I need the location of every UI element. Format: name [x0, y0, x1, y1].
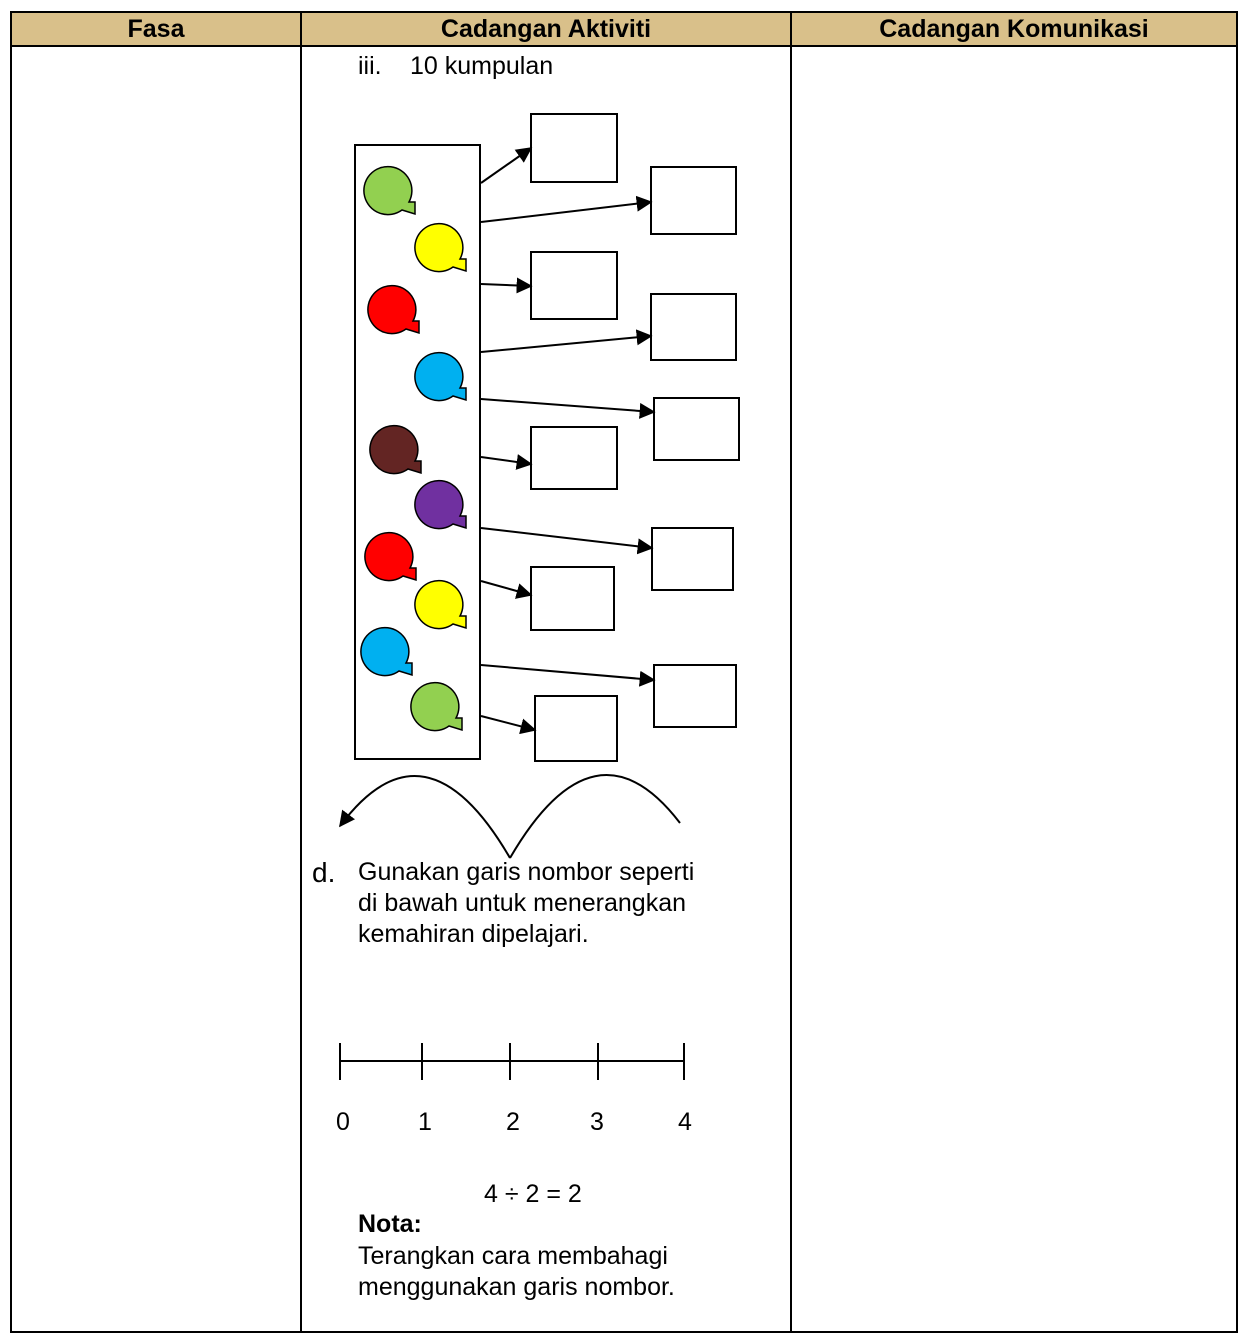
- answer-box: [534, 695, 618, 762]
- ball-icon: [364, 531, 417, 582]
- answer-box: [653, 397, 740, 461]
- group-arrow: [480, 527, 654, 555]
- ball-icon: [360, 626, 413, 677]
- group-arrow: [480, 580, 533, 599]
- note-title: Nota:: [358, 1210, 422, 1238]
- answer-box: [650, 166, 737, 235]
- group-arrow: [480, 664, 656, 687]
- answer-box: [653, 664, 737, 728]
- ball-icon: [410, 681, 463, 732]
- column-divider: [300, 13, 302, 1331]
- group-arrow: [480, 329, 653, 353]
- note-line-1: Terangkan cara membahagi: [358, 1242, 668, 1270]
- tick-label-0: 0: [336, 1108, 350, 1136]
- ball-icon: [414, 479, 467, 530]
- header-cadangan-aktiviti: Cadangan Aktiviti: [440, 15, 652, 43]
- header-fasa: Fasa: [127, 15, 185, 43]
- group-arrow: [480, 398, 656, 419]
- jump-arc: [509, 774, 681, 859]
- group-arrow: [480, 454, 533, 470]
- division-equation: 4 ÷ 2 = 2: [484, 1180, 582, 1208]
- item-iii-marker: iii.: [358, 52, 382, 80]
- item-d-line-3: kemahiran dipelajari.: [358, 920, 589, 948]
- answer-box: [530, 113, 618, 183]
- item-d-line-2: di bawah untuk menerangkan: [358, 889, 687, 917]
- answer-box: [530, 426, 618, 490]
- tick-label-3: 3: [590, 1108, 604, 1136]
- ball-icon: [363, 165, 416, 216]
- answer-box: [530, 566, 615, 631]
- group-arrow: [480, 715, 537, 735]
- ball-icon: [414, 222, 467, 273]
- note-line-2: menggunakan garis nombor.: [358, 1273, 675, 1301]
- group-arrow: [480, 147, 533, 184]
- ball-icon: [414, 579, 467, 630]
- group-arrow: [480, 277, 533, 294]
- group-arrow: [480, 195, 653, 223]
- answer-box: [651, 527, 734, 591]
- ball-icon: [367, 284, 420, 335]
- answer-box: [650, 293, 737, 361]
- tick-label-2: 2: [506, 1108, 520, 1136]
- answer-box: [530, 251, 618, 320]
- tick-label-1: 1: [418, 1108, 432, 1136]
- rpt-table: Fasa Cadangan Aktiviti Cadangan Komunika…: [10, 11, 1238, 1333]
- item-iii-text: 10 kumpulan: [410, 52, 554, 80]
- jump-arc-arrow: [339, 775, 511, 859]
- header-cadangan-komunikasi: Cadangan Komunikasi: [879, 15, 1149, 43]
- ball-icon: [414, 351, 467, 402]
- objects-container: [354, 144, 481, 760]
- item-d-line-1: Gunakan garis nombor seperti: [358, 858, 695, 886]
- ball-icon: [369, 424, 422, 475]
- item-d-marker: d.: [312, 857, 336, 888]
- tick-label-4: 4: [678, 1108, 692, 1136]
- table-header: Fasa Cadangan Aktiviti Cadangan Komunika…: [12, 13, 1236, 47]
- column-divider: [790, 13, 792, 1331]
